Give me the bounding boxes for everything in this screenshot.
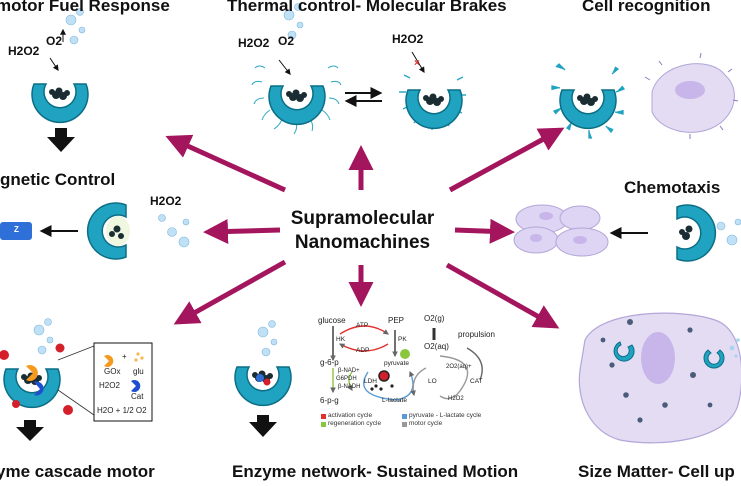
box-gox: GOx [104, 367, 121, 376]
title-thermal: Thermal control- Molecular Brakes [227, 0, 507, 15]
net-glucose: glucose [318, 316, 346, 325]
magnet-label: Z [14, 225, 19, 234]
gox-enzyme-icon [26, 365, 38, 381]
h2o2-label-thermal-right: H2O2 [392, 32, 424, 46]
net-g6p: g-6-p [320, 358, 339, 367]
net-cat: CAT [470, 378, 483, 385]
box-cat: Cat [131, 392, 144, 401]
down-arrow-icon [16, 427, 44, 441]
box-products: H2O + 1/2 O2 [97, 406, 147, 415]
net-h2o2: H2O2 [448, 396, 464, 402]
net-pk: PK [398, 336, 407, 343]
nanomotor [234, 366, 292, 407]
small-nanomotor [703, 349, 725, 369]
box-plus: + [122, 352, 127, 361]
arrow-to-size-matter [445, 262, 560, 329]
nanomotor [676, 204, 717, 262]
net-lo: LO [428, 378, 437, 385]
panel-chemotaxis [513, 204, 741, 262]
title-cell-recognition: Cell recognition [582, 0, 711, 15]
panel-cell-recognition [551, 52, 739, 139]
title-enzyme-network: Enzyme network- Sustained Motion [232, 462, 519, 481]
down-arrow-icon [249, 422, 277, 437]
panel-enzyme-cascade [0, 318, 153, 441]
nanomotor [31, 83, 89, 124]
panel-magnetic [0, 202, 190, 260]
o2-label-thermal: O2 [278, 34, 295, 48]
arrow-to-motor-fuel [165, 134, 287, 193]
panel-enzyme-network [234, 320, 483, 437]
blocked-x-icon: × [414, 58, 420, 69]
nanomotor-with-brushes [251, 65, 342, 135]
center-title-line2: Nanomachines [294, 232, 431, 253]
title-enzyme-cascade: yme cascade motor [0, 462, 155, 481]
box-h2o2: H2O2 [99, 381, 120, 390]
antibody-decoration [551, 63, 625, 139]
title-motor-fuel: motor Fuel Response [0, 0, 170, 15]
net-6pg: 6-p-g [320, 396, 339, 405]
arrow-to-chemotaxis [454, 218, 515, 244]
network-legend [321, 414, 407, 427]
net-ldh: LDH [364, 378, 378, 385]
h2o2-label-thermal: H2O2 [238, 36, 270, 50]
net-pyruvate: pyruvate [384, 360, 409, 367]
arrow-to-magnetic [203, 218, 281, 244]
title-size-matter: Size Matter- Cell up [578, 462, 735, 481]
net-adp: ADP [356, 347, 370, 354]
o2-label: O2 [46, 34, 63, 48]
cat-enzyme-icon [34, 381, 44, 396]
nanomotor [559, 89, 617, 130]
net-two-o2aq: 2O2(aq)+ [446, 364, 472, 370]
cell-nucleus [641, 332, 675, 384]
down-arrow-icon [47, 137, 75, 152]
net-o2g: O2(g) [424, 314, 445, 323]
net-lactate: L-lactate [382, 397, 407, 404]
center-title-line1: Supramolecular [290, 208, 435, 229]
title-chemotaxis: Chemotaxis [624, 178, 721, 197]
net-pep: PEP [388, 316, 405, 325]
cell-nucleus [675, 81, 705, 99]
panel-motor-fuel [31, 8, 89, 152]
box-glu: glu [133, 367, 144, 376]
small-nanomotor [613, 341, 635, 362]
equilibrium-arrows-icon [344, 87, 383, 107]
center-title: Supramolecular Nanomachines [280, 207, 445, 255]
legend-regeneration: regeneration cycle [328, 420, 382, 427]
reaction-box [93, 342, 153, 422]
cell-cluster [513, 204, 609, 257]
legend-motor-cycle: motor cycle [409, 420, 443, 427]
legend-activation: activation cycle [328, 412, 373, 419]
arrow-to-enzyme-cascade [173, 259, 287, 325]
motor-marker-icon [378, 370, 390, 382]
net-g6pdh: G6PDH [336, 376, 357, 382]
net-nadh: β-NADH [338, 384, 361, 390]
net-propulsion: propulsion [458, 330, 495, 339]
net-atp: ATP [356, 322, 369, 329]
nanoparticles [600, 319, 713, 423]
panel-thermal: × [251, 3, 466, 135]
enzyme-network-scheme [330, 325, 483, 401]
panel-size-matter [578, 312, 741, 444]
net-hk: HK [336, 336, 346, 343]
o2-bubbles [33, 318, 54, 355]
central-arrows [165, 127, 565, 329]
net-o2aq: O2(aq) [424, 342, 449, 351]
magnet-icon [0, 222, 32, 240]
title-magnetic: gnetic Control [0, 170, 116, 189]
h2o2-label: H2O2 [8, 44, 40, 58]
arrow-to-cell-recognition [448, 127, 565, 193]
legend-pyruvate-cycle: pyruvate - L-lactate cycle [409, 412, 482, 419]
net-nad: β-NAD+ [338, 368, 360, 374]
h2o2-label-magnetic: H2O2 [150, 194, 182, 208]
plus-marker-icon [400, 349, 410, 359]
